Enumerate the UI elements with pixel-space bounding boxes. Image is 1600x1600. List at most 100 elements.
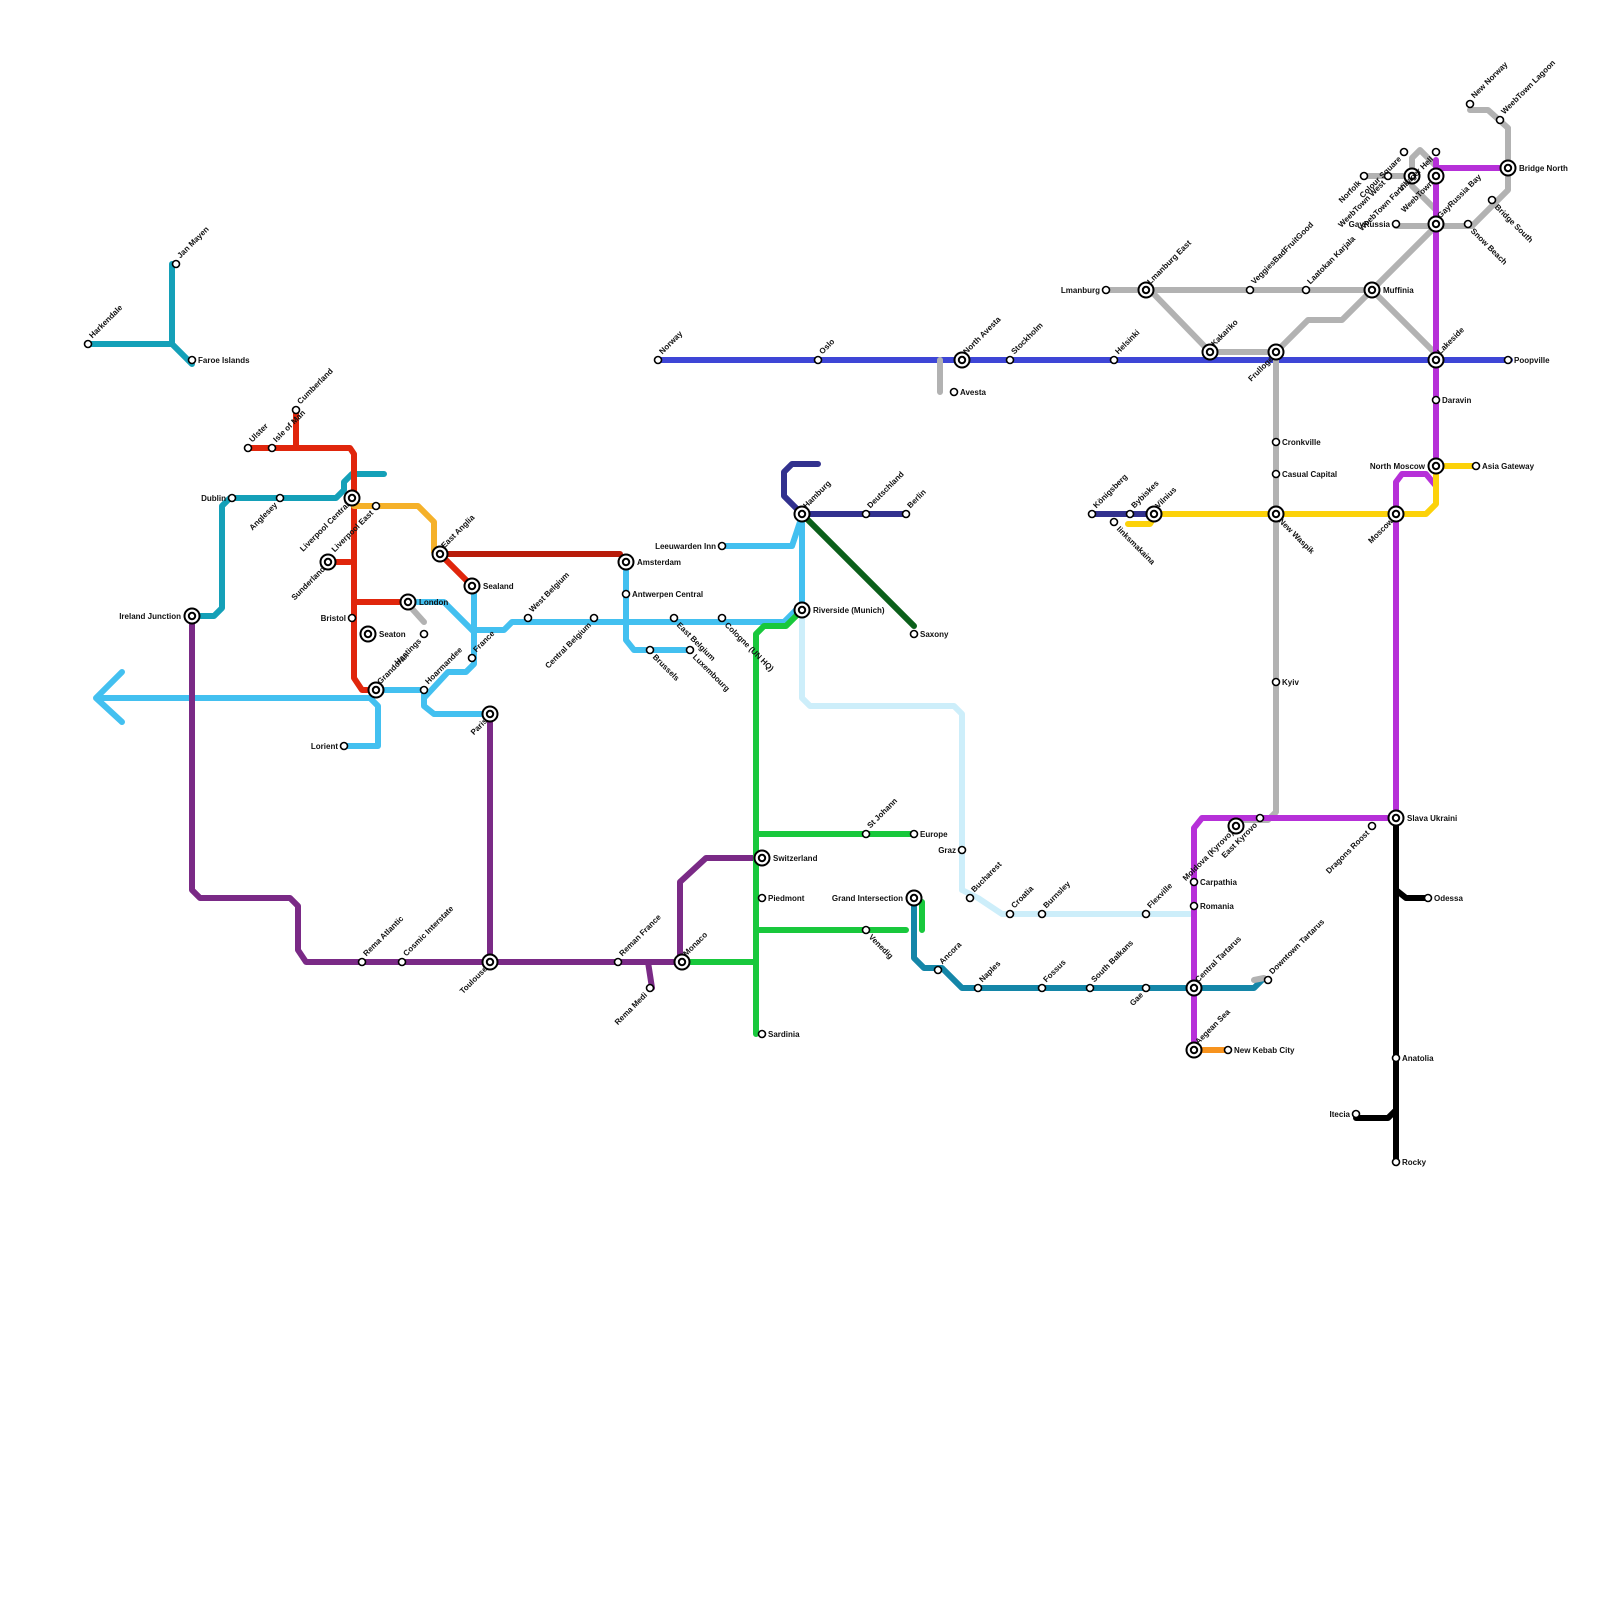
station-label: Rema Atlantic: [361, 914, 405, 958]
station-south-balkans[interactable]: South Balkans: [1085, 938, 1136, 993]
station-antwerpen-central[interactable]: Antwerpen Central: [621, 589, 704, 599]
station-harkendale[interactable]: Harkendale: [83, 303, 125, 349]
station-casual-capital[interactable]: Casual Capital: [1271, 469, 1338, 479]
station-ireland-junction[interactable]: Ireland Junction: [119, 607, 201, 625]
station-label: Odessa: [1434, 894, 1463, 903]
station-rema-medi[interactable]: Rema Medi: [613, 983, 655, 1027]
station-bridge-north[interactable]: Bridge North: [1499, 159, 1569, 177]
station-label: Lmanburg East: [1145, 238, 1193, 286]
station-saxony[interactable]: Saxony: [909, 629, 950, 639]
station-marker: [171, 259, 181, 269]
station-asia-gateway[interactable]: Asia Gateway: [1471, 461, 1535, 471]
station-sardinia[interactable]: Sardinia: [757, 1029, 801, 1039]
route-darkgreen: [799, 511, 917, 629]
station-label: Reman France: [617, 912, 663, 958]
station-reman-france[interactable]: Reman France: [613, 912, 664, 967]
station-london[interactable]: London: [399, 593, 449, 611]
route-green: [679, 607, 925, 1037]
station-riverside-munich[interactable]: Riverside (Munich): [793, 601, 885, 619]
station-bucharest[interactable]: Bucharest: [965, 860, 1004, 903]
station-marker: [1109, 517, 1119, 527]
station-marker: [653, 355, 663, 365]
station-poopville[interactable]: Poopville: [1503, 355, 1551, 365]
station-romania[interactable]: Romania: [1189, 901, 1235, 911]
station-lorient[interactable]: Lorient: [311, 741, 349, 751]
interchange-marker-inner: [1431, 171, 1441, 181]
station-veggiesbadfruitgood[interactable]: VeggiesBadFruitGood: [1245, 220, 1316, 295]
station-north-moscow[interactable]: North Moscow: [1370, 457, 1445, 475]
station-marker: [1271, 437, 1281, 447]
station-label: Rocky: [1402, 1158, 1427, 1167]
station-new-norway[interactable]: New Norway: [1465, 60, 1510, 109]
station-marker: [1391, 1053, 1401, 1063]
station-dublin[interactable]: Dublin: [201, 493, 237, 503]
station-marker: [371, 501, 381, 511]
route-black: [1353, 815, 1431, 1165]
station-marker: [1465, 99, 1475, 109]
station-marker: [933, 965, 943, 975]
station-new-kebab-city[interactable]: New Kebab City: [1223, 1045, 1296, 1055]
station-switzerland[interactable]: Switzerland: [753, 849, 818, 867]
station-gayrussia[interactable]: GayRussia: [1349, 219, 1401, 229]
interchange-marker-inner: [677, 957, 687, 967]
station-avesta[interactable]: Avesta: [949, 387, 987, 397]
station-cumberland[interactable]: Cumberland: [291, 367, 335, 415]
station-grand-intersection[interactable]: Grand Intersection: [832, 889, 923, 907]
station-sealand[interactable]: Sealand: [463, 577, 514, 595]
station-amsterdam[interactable]: Amsterdam: [617, 553, 682, 571]
interchange-marker-inner: [1367, 285, 1377, 295]
station-label: Deutschland: [865, 470, 905, 510]
station-itecia[interactable]: Itecia: [1330, 1109, 1361, 1119]
station-marker: [861, 925, 871, 935]
station-rema-atlantic[interactable]: Rema Atlantic: [357, 914, 406, 967]
station-ancora[interactable]: Ancora: [933, 940, 964, 975]
station-downtown-tartarus[interactable]: Downtown Tartarus: [1263, 917, 1327, 985]
station-label: Laatokan Karjala: [1305, 234, 1357, 286]
station-bristol[interactable]: Bristol: [321, 613, 357, 623]
station-carpathia[interactable]: Carpathia: [1189, 877, 1238, 887]
station-rocky[interactable]: Rocky: [1391, 1157, 1427, 1167]
interchange-marker-inner: [797, 509, 807, 519]
station-muffinia[interactable]: Muffinia: [1363, 281, 1415, 299]
station-piedmont[interactable]: Piedmont: [757, 893, 805, 903]
station-label: New Kebab City: [1234, 1046, 1295, 1055]
interchange-marker-inner: [1503, 163, 1513, 173]
station-daravin[interactable]: Daravin: [1431, 395, 1472, 405]
station-marker: [1391, 219, 1401, 229]
station-cosmic-interstate[interactable]: Cosmic Interstate: [397, 904, 456, 967]
station-label: Amsterdam: [637, 558, 681, 567]
station-graz[interactable]: Graz: [938, 845, 967, 855]
station-deutschland[interactable]: Deutschland: [861, 470, 906, 519]
station-anatolia[interactable]: Anatolia: [1391, 1053, 1435, 1063]
station-label: Anatolia: [1402, 1054, 1434, 1063]
station-label: Hamburg: [801, 479, 832, 510]
station-faroe-islands[interactable]: Faroe Islands: [187, 355, 251, 365]
station-marker: [1503, 355, 1513, 365]
station-europe[interactable]: Europe: [909, 829, 949, 839]
station-dragons-roost[interactable]: Dragons Roost: [1324, 821, 1377, 876]
station-leeuwarden-inn[interactable]: Leeuwarden Inn: [655, 541, 727, 551]
station-marker: [621, 589, 631, 599]
station-jan-mayen[interactable]: Jan Mayen: [171, 225, 211, 269]
station-label: Isle of Man: [271, 408, 307, 444]
station-west-belgium[interactable]: West Belgium: [523, 570, 572, 623]
station-label: London: [419, 598, 448, 607]
station-slava-ukraini[interactable]: Slava Ukraini: [1387, 809, 1458, 827]
station-sunderland[interactable]: Sunderland: [290, 553, 337, 603]
station-cronkville[interactable]: Cronkville: [1271, 437, 1322, 447]
station-marker: [1141, 983, 1151, 993]
station-odessa[interactable]: Odessa: [1423, 893, 1464, 903]
station-label: Downtown Tartarus: [1267, 917, 1326, 976]
station-laatokan-karjala[interactable]: Laatokan Karjala: [1301, 234, 1358, 295]
station-marker: [227, 493, 237, 503]
station-label: Romania: [1200, 902, 1234, 911]
station-lmanburg[interactable]: Lmanburg: [1061, 285, 1111, 295]
station-label: Brussels: [651, 653, 682, 684]
station-konigsberg[interactable]: Königsberg: [1087, 472, 1130, 519]
station-berlin[interactable]: Berlin: [901, 488, 928, 519]
station-label: Seaton: [379, 630, 406, 639]
station-kyiv[interactable]: Kyiv: [1271, 677, 1300, 687]
station-seaton[interactable]: Seaton: [359, 625, 406, 643]
station-marker: [1301, 285, 1311, 295]
